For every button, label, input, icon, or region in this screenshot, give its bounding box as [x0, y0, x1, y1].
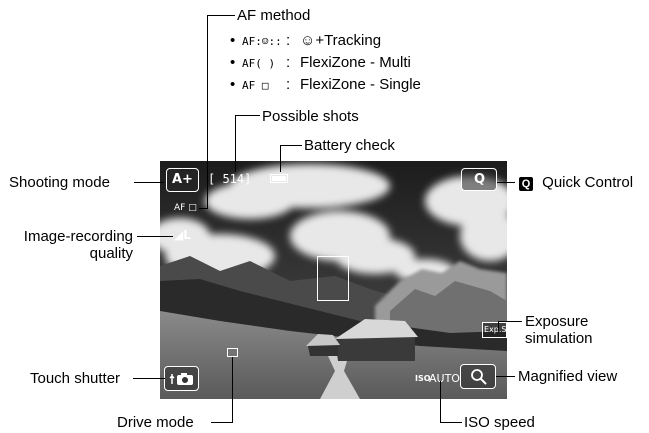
af-option-flexizone-multi: •AF( ):FlexiZone - Multi: [230, 54, 411, 71]
exposure-simulation-label: Exposure simulation: [525, 313, 593, 347]
af-option-face-tracking: •AF:☺:::☺+Tracking: [230, 32, 382, 49]
camera-touch-icon: [169, 373, 193, 385]
barn-large: [335, 319, 418, 361]
shooting-mode-label: Shooting mode: [9, 174, 110, 191]
touch-shutter-label: Touch shutter: [30, 370, 121, 387]
possible-shots-value: [ 514]: [208, 172, 252, 186]
magnify-button[interactable]: [460, 364, 496, 389]
dirt-path: [320, 347, 360, 399]
drive-mode-icon: [227, 348, 238, 357]
image-quality-indicator: ◢L: [174, 228, 191, 242]
af-method-indicator: AF □: [174, 203, 197, 213]
af-method-list: •AF:☺:::☺+Tracking •AF( ):FlexiZone - Mu…: [230, 30, 421, 96]
iso-value: AUTO: [429, 372, 460, 385]
possible-shots-label: Possible shots: [262, 108, 359, 125]
q-button[interactable]: Q: [461, 168, 497, 191]
battery-icon: [270, 174, 288, 183]
magnify-icon: [471, 369, 487, 385]
quick-control-icon: Q: [519, 177, 533, 191]
af-point-frame[interactable]: [317, 256, 349, 301]
quick-control-label: Q Quick Control: [519, 174, 633, 191]
exp-sim-indicator: Exp.SIM: [482, 322, 507, 338]
touch-shutter-button[interactable]: [164, 366, 199, 391]
magnified-view-label: Magnified view: [518, 368, 618, 385]
image-quality-label: Image-recording quality: [23, 228, 133, 262]
barn-small: [306, 334, 340, 356]
af-option-flexizone-single: •AF □:FlexiZone - Single: [230, 76, 421, 93]
drive-mode-label: Drive mode: [117, 414, 194, 431]
iso-speed-label: ISO speed: [464, 414, 535, 431]
battery-check-label: Battery check: [304, 137, 395, 154]
shooting-mode-icon[interactable]: A+: [166, 168, 199, 192]
iso-prefix: ISO: [415, 374, 431, 383]
af-method-label: AF method: [237, 7, 311, 24]
live-view-screen: A+ [ 514] AF □ ◢L Q Exp.SIM ISO AUTO: [160, 161, 507, 399]
